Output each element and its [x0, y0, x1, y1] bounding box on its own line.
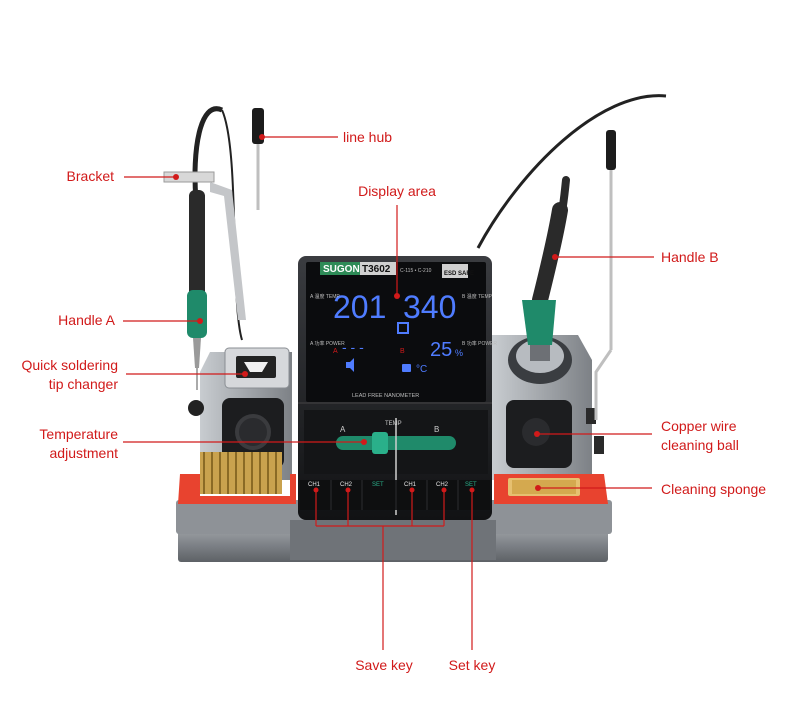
label-temperature-adjustment-1: Temperature: [39, 426, 118, 442]
lock-icon: [402, 364, 411, 372]
temp-left-label: A 温度 TEMP: [310, 293, 340, 300]
power-right-label: B 功率 POWER: [462, 340, 497, 347]
power-dashes: - - -: [342, 339, 364, 355]
lead-free-text: LEAD FREE NANOMETER: [352, 393, 419, 399]
unit-celsius: °C: [416, 364, 427, 375]
display-label-a: A: [333, 348, 338, 355]
label-cleaning-sponge: Cleaning sponge: [661, 481, 767, 497]
key-ch1-a: CH1: [308, 482, 321, 488]
model-sub-text: C-115 • C-210: [400, 268, 432, 274]
key-ch1-b: CH1: [404, 482, 417, 488]
label-set-key: Set key: [448, 657, 496, 673]
label-copper-ball-1: Copper wire: [661, 418, 737, 434]
display-label-b: B: [400, 348, 405, 355]
power-left-label: A 功率 POWER: [310, 340, 345, 347]
esd-text: ESD SAFE: [444, 271, 474, 277]
power-readout: 25: [430, 339, 452, 361]
label-save-key: Save key: [355, 657, 413, 673]
label-handle-b: Handle B: [661, 249, 719, 265]
label-display-area: Display area: [358, 183, 436, 199]
label-copper-ball-2: cleaning ball: [661, 437, 739, 453]
power-percent-sign: %: [455, 348, 463, 358]
right-holder: [594, 130, 616, 420]
quick-tip-changer: [224, 347, 290, 389]
callout-dots: [173, 134, 558, 493]
key-ch2-b: CH2: [436, 482, 449, 488]
key-set-a: SET: [372, 482, 384, 488]
handle-a: [187, 106, 243, 416]
label-quick-tip-changer-2: tip changer: [48, 376, 118, 392]
knob-a-label: A: [340, 425, 346, 434]
temp-b-readout: 340: [403, 289, 456, 325]
handle-b: [476, 94, 667, 361]
speaker-icon: [346, 358, 354, 372]
key-ch2-a: CH2: [340, 482, 353, 488]
brand-text: SUGON: [323, 264, 360, 275]
label-line-hub: line hub: [343, 129, 393, 145]
knob-b-label: B: [434, 425, 439, 434]
key-set-b: SET: [465, 482, 477, 488]
brass-brush-tray: [178, 452, 296, 504]
model-text: T3602: [362, 264, 391, 275]
label-bracket: Bracket: [66, 168, 114, 184]
label-temperature-adjustment-2: adjustment: [49, 445, 118, 461]
label-handle-a: Handle A: [58, 312, 115, 328]
callout-lines: [123, 136, 654, 650]
temp-right-label: B 温度 TEMP: [462, 293, 493, 300]
line-hub: [252, 108, 264, 210]
temp-a-readout: 201: [333, 289, 386, 325]
knob-temp-label: TEMP: [385, 421, 402, 427]
label-quick-tip-changer-1: Quick soldering: [21, 357, 119, 373]
sponge-tray: [494, 474, 608, 504]
right-stand: [492, 335, 604, 480]
